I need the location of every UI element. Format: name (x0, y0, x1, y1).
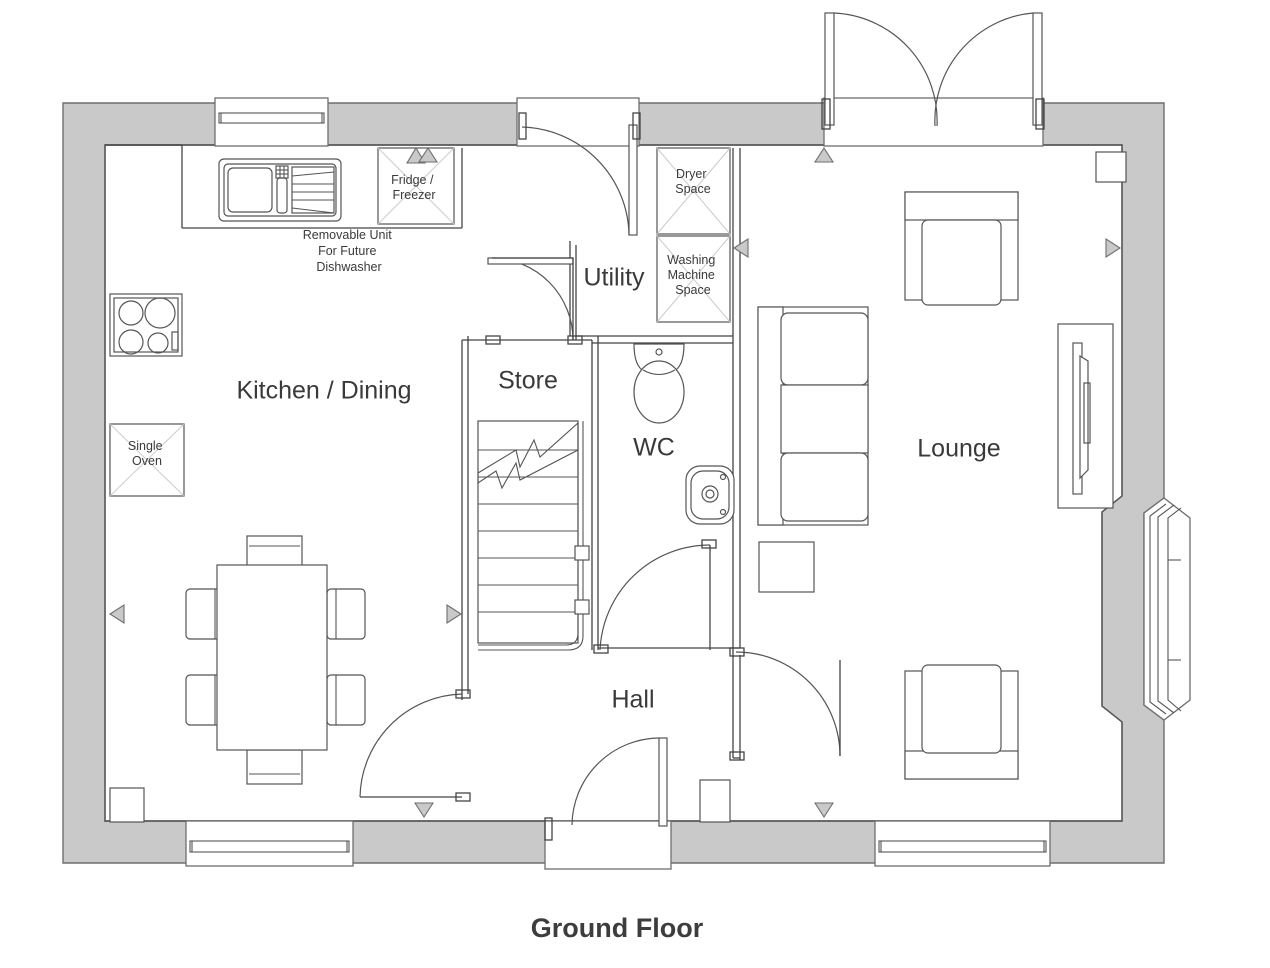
kitchen-hall-door[interactable] (359, 689, 471, 802)
kitchen-sink (218, 158, 342, 222)
room-label-store: Store (498, 367, 558, 395)
lounge-door[interactable] (729, 647, 841, 761)
fridge-freezer-label: Fridge / Freezer (391, 173, 437, 202)
armchair-top (904, 191, 1019, 306)
wc-basin (685, 465, 735, 525)
marker-right-stairs (446, 603, 463, 625)
marker-up-lounge-top (813, 146, 835, 163)
kitchen-window-bottom (185, 820, 354, 867)
fridge-freezer-unit: Fridge / Freezer (377, 146, 455, 225)
french-door-opening (823, 97, 1044, 147)
room-label-wc: WC (633, 434, 675, 462)
plan-title: Ground Floor (531, 913, 704, 943)
single-oven-label: Single Oven (128, 439, 166, 468)
room-label-lounge: Lounge (917, 435, 1000, 463)
french-doors[interactable] (821, 12, 1045, 130)
dishwasher-note-label: Removable Unit For Future Dishwasher (303, 228, 395, 274)
marker-down-lounge (813, 802, 835, 819)
lounge-window-bottom (874, 820, 1051, 867)
marker-left-utility (732, 237, 749, 259)
wc-door[interactable] (593, 539, 717, 654)
staircase (477, 420, 590, 651)
front-door[interactable] (544, 737, 668, 841)
back-door-opening (516, 97, 640, 147)
washing-machine-space-unit: Washing Machine Space (656, 235, 731, 323)
view-markers (108, 146, 1122, 819)
room-label-kitchen-dining: Kitchen / Dining (236, 377, 411, 405)
inner-wall-outline (104, 144, 1123, 822)
dining-table-set (185, 535, 366, 785)
lounge-bay-window (1143, 497, 1191, 721)
armchair-bottom (904, 664, 1019, 780)
washing-machine-space-label: Washing Machine Space (667, 253, 719, 297)
marker-up-fridge (417, 146, 439, 163)
kitchen-window-top (214, 97, 329, 147)
front-door-opening (544, 820, 672, 870)
internal-walls (105, 144, 741, 760)
marker-left-kitchen (108, 603, 125, 625)
single-oven-unit: Single Oven (109, 423, 185, 497)
side-table (758, 541, 815, 593)
sofa-three-seat (757, 306, 869, 526)
wall-boxes (109, 151, 1127, 823)
room-label-hall: Hall (611, 686, 654, 714)
store-door[interactable] (485, 257, 583, 345)
tv-unit (1057, 323, 1114, 509)
marker-down-hall (413, 802, 435, 819)
back-door[interactable] (518, 112, 641, 236)
wc-toilet (633, 343, 685, 424)
room-label-utility: Utility (583, 264, 645, 292)
dryer-space-label: Dryer Space (675, 167, 710, 196)
dryer-space-unit: Dryer Space (656, 147, 731, 235)
hob-unit (109, 293, 183, 357)
marker-right-lounge (1105, 237, 1122, 259)
